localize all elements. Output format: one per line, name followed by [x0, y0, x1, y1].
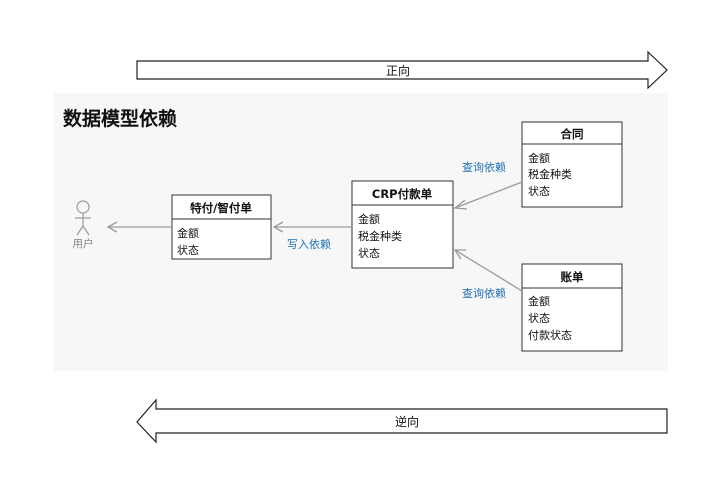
entity-field: 金额	[177, 226, 199, 240]
entity-field: 税金种类	[358, 229, 402, 243]
entity-contract: 合同 金额 税金种类 状态	[521, 121, 623, 208]
entity-field: 状态	[528, 184, 550, 198]
entity-bill: 账单 金额 状态 付款状态	[521, 263, 623, 352]
entity-field: 状态	[528, 311, 550, 325]
reverse-label: 逆向	[395, 414, 419, 429]
edge-contract-crp: 查询依赖	[453, 160, 523, 210]
entity-field: 状态	[358, 246, 380, 260]
entity-field: 金额	[528, 294, 550, 308]
entity-title: 合同	[561, 127, 584, 141]
entity-field: 金额	[528, 151, 550, 165]
edge-bill-crp: 查询依赖	[453, 249, 523, 300]
entity-title: 特付/智付单	[190, 201, 252, 215]
entity-crp-payment: CRP付款单 金额 税金种类 状态	[351, 180, 454, 269]
arrowhead-icon	[272, 221, 284, 233]
user-icon	[75, 200, 91, 236]
edge-label: 查询依赖	[462, 160, 506, 174]
edge-crp-special: 写入依赖	[272, 221, 352, 251]
entity-field: 金额	[358, 212, 380, 226]
edge-special-user	[106, 221, 172, 233]
forward-arrow: 正向	[136, 50, 668, 90]
arrowhead-icon	[453, 249, 466, 260]
entity-title: CRP付款单	[372, 187, 433, 201]
right-arrow-icon	[136, 50, 668, 90]
user-actor: 用户	[73, 200, 94, 250]
edge-label: 查询依赖	[462, 286, 506, 300]
entity-field: 状态	[177, 243, 199, 257]
entity-field: 付款状态	[528, 328, 572, 342]
actor-label: 用户	[73, 237, 94, 250]
left-arrow-icon	[136, 398, 668, 444]
arrowhead-icon	[106, 221, 118, 233]
diagram-title: 数据模型依赖	[63, 107, 177, 130]
entity-special-payment: 特付/智付单 金额 状态	[171, 194, 272, 260]
forward-label: 正向	[386, 63, 410, 78]
entity-field: 税金种类	[528, 167, 572, 181]
edge-label: 写入依赖	[287, 238, 331, 251]
arrowhead-icon	[453, 199, 468, 210]
reverse-arrow: 逆向	[136, 398, 668, 444]
entity-title: 账单	[561, 270, 584, 284]
